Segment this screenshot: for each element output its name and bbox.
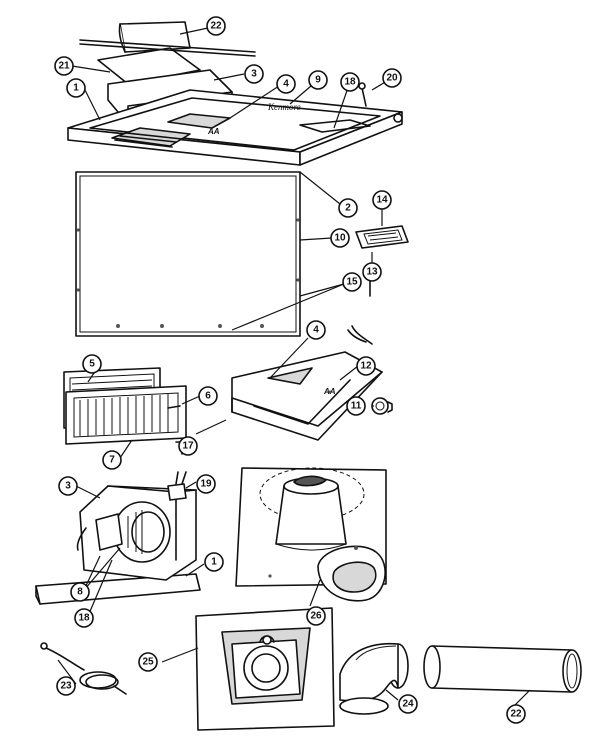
callout-12: 12 bbox=[356, 356, 376, 376]
power-cord bbox=[40, 642, 127, 695]
callout-3-lower: 3 bbox=[58, 476, 78, 496]
lamp-lens: AA bbox=[231, 351, 383, 441]
svg-text:19: 19 bbox=[200, 479, 212, 490]
svg-text:3: 3 bbox=[251, 69, 257, 80]
svg-text:1: 1 bbox=[211, 557, 217, 568]
wire-12-shape bbox=[347, 325, 373, 345]
callout-24: 24 bbox=[398, 694, 418, 714]
svg-text:5: 5 bbox=[89, 359, 95, 370]
svg-text:10: 10 bbox=[334, 233, 346, 244]
callout-7: 7 bbox=[102, 450, 122, 470]
svg-text:6: 6 bbox=[205, 391, 211, 402]
leader-lines bbox=[57, 27, 531, 713]
svg-text:17: 17 bbox=[182, 441, 194, 452]
callout-4-lower: 4 bbox=[306, 320, 326, 340]
callout-4-top: 4 bbox=[276, 74, 296, 94]
callout-1-lower: 1 bbox=[204, 552, 224, 572]
lamp-socket bbox=[371, 397, 393, 415]
straight-duct bbox=[423, 645, 582, 693]
callout-15: 15 bbox=[342, 272, 362, 292]
callout-20: 20 bbox=[382, 68, 402, 88]
callout-14: 14 bbox=[372, 190, 392, 210]
callout-21: 21 bbox=[54, 56, 74, 76]
svg-text:22: 22 bbox=[510, 709, 522, 720]
callout-23: 23 bbox=[56, 676, 76, 696]
svg-text:11: 11 bbox=[351, 401, 362, 412]
screw-6-shape bbox=[167, 405, 181, 409]
callout-22-lower: 22 bbox=[506, 704, 526, 724]
svg-text:18: 18 bbox=[344, 77, 356, 88]
callout-25: 25 bbox=[138, 652, 158, 672]
svg-text:1: 1 bbox=[73, 83, 79, 94]
filter-panel bbox=[75, 171, 301, 337]
callout-18-lower: 18 bbox=[74, 608, 94, 628]
blower-assembly bbox=[35, 471, 201, 605]
callout-13: 13 bbox=[362, 262, 382, 282]
svg-text:22: 22 bbox=[210, 21, 222, 32]
hood-brand-text: Kenmore bbox=[267, 102, 301, 112]
callout-6: 6 bbox=[198, 386, 218, 406]
callout-8: 8 bbox=[70, 582, 90, 602]
svg-text:14: 14 bbox=[376, 195, 388, 206]
svg-text:21: 21 bbox=[58, 61, 70, 72]
callout-2: 2 bbox=[338, 198, 358, 218]
callout-19: 19 bbox=[196, 474, 216, 494]
svg-text:8: 8 bbox=[77, 587, 83, 598]
filter-mark-text: AA bbox=[207, 127, 220, 136]
svg-text:7: 7 bbox=[109, 455, 115, 466]
callout-3-top: 3 bbox=[244, 64, 264, 84]
svg-text:13: 13 bbox=[366, 267, 378, 278]
callout-1-top: 1 bbox=[66, 78, 86, 98]
callout-11: 11 bbox=[346, 396, 366, 416]
svg-text:24: 24 bbox=[402, 699, 414, 710]
grille-7 bbox=[65, 385, 187, 445]
damper-assembly bbox=[235, 467, 387, 602]
svg-text:2: 2 bbox=[345, 203, 351, 214]
svg-text:12: 12 bbox=[360, 361, 372, 372]
elbow-duct bbox=[339, 642, 409, 715]
svg-text:3: 3 bbox=[65, 481, 71, 492]
svg-text:18: 18 bbox=[78, 613, 90, 624]
callout-5: 5 bbox=[82, 354, 102, 374]
callout-26: 26 bbox=[306, 606, 326, 626]
svg-text:4: 4 bbox=[283, 79, 289, 90]
svg-text:4: 4 bbox=[313, 325, 319, 336]
svg-text:26: 26 bbox=[310, 611, 322, 622]
range-hood-assembly: AA Kenmore bbox=[67, 21, 403, 166]
switch-part bbox=[355, 225, 409, 249]
svg-text:15: 15 bbox=[346, 277, 358, 288]
callout-17: 17 bbox=[178, 436, 198, 456]
callout-10: 10 bbox=[330, 228, 350, 248]
callout-18-top: 18 bbox=[340, 72, 360, 92]
svg-text:9: 9 bbox=[315, 75, 321, 86]
svg-text:23: 23 bbox=[60, 681, 72, 692]
callout-9: 9 bbox=[308, 70, 328, 90]
callout-22-top: 22 bbox=[206, 16, 226, 36]
svg-text:25: 25 bbox=[142, 657, 154, 668]
svg-text:20: 20 bbox=[386, 73, 398, 84]
wall-cap bbox=[195, 607, 335, 731]
